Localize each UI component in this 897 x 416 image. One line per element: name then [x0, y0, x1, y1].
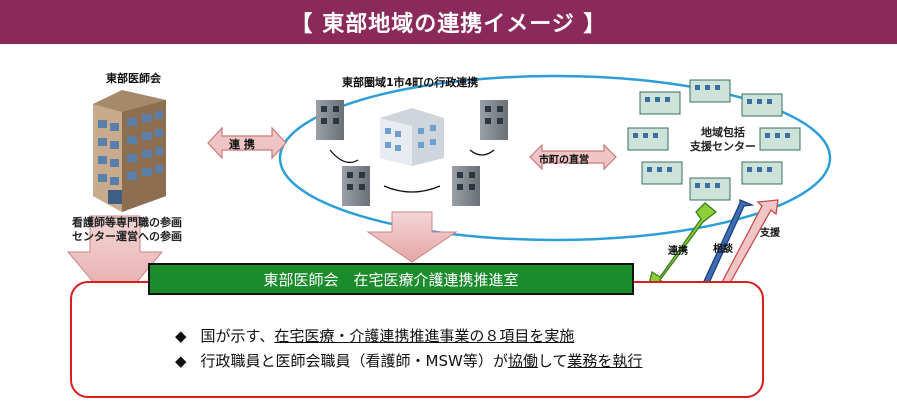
- left-note-line2: センター運営への参画: [72, 230, 182, 243]
- bullet-diamond-icon: ◆: [175, 327, 187, 345]
- bullet-1-underlined: 在宅医療・介護連携推進事業の８項目を実施: [274, 327, 575, 345]
- city-hall-icon: [380, 108, 444, 166]
- direct-management-label: 市町の直営: [539, 155, 589, 166]
- consult-label: 相談: [713, 244, 733, 255]
- page-title: 【 東部地域の連携イメージ 】: [0, 0, 897, 44]
- bullet-1-prefix: 国が示す、: [200, 327, 275, 345]
- medical-association-building-icon: [93, 90, 166, 212]
- bullet-2-underlined-1: 協働: [507, 352, 538, 370]
- link-left-label: 連 携: [229, 138, 255, 151]
- bullet-2-prefix: 行政職員と医師会職員（看護師・MSW等）が: [200, 352, 508, 370]
- connection-arcs: [329, 149, 495, 193]
- support-center-label-line2: 支援センター: [690, 140, 756, 153]
- municipal-cluster-label: 東部圏域1市4町の行政連携: [342, 76, 479, 89]
- link-green-label: 連携: [668, 246, 688, 257]
- left-note-line1: 看護師等専門職の参画: [72, 216, 182, 229]
- municipal-ellipse: [278, 74, 832, 242]
- bullet-2-mid: して: [537, 352, 568, 370]
- support-center-label-line1: 地域包括: [701, 126, 745, 139]
- direct-management-double-arrow: [529, 143, 617, 171]
- bullet-item-1: ◆ 国が示す、在宅医療・介護連携推進事業の８項目を実施: [175, 325, 574, 346]
- left-down-arrow: [66, 215, 164, 309]
- link-double-arrow: [207, 126, 287, 160]
- medical-association-label: 東部医師会: [106, 72, 161, 85]
- support-label: 支援: [760, 228, 780, 239]
- town-office-icon: [316, 100, 508, 206]
- bullet-2-underlined-2: 業務を執行: [567, 352, 643, 370]
- bullet-diamond-icon: ◆: [175, 352, 187, 370]
- promotion-office-banner: 東部医師会 在宅医療介護連携推進室: [148, 263, 634, 295]
- support-center-label: 地域包括 支援センター: [690, 126, 756, 154]
- left-note: 看護師等専門職の参画 センター運営への参画: [72, 216, 182, 244]
- bullet-item-2: ◆ 行政職員と医師会職員（看護師・MSW等）が協働して業務を執行: [175, 350, 642, 371]
- center-down-arrow: [366, 211, 458, 263]
